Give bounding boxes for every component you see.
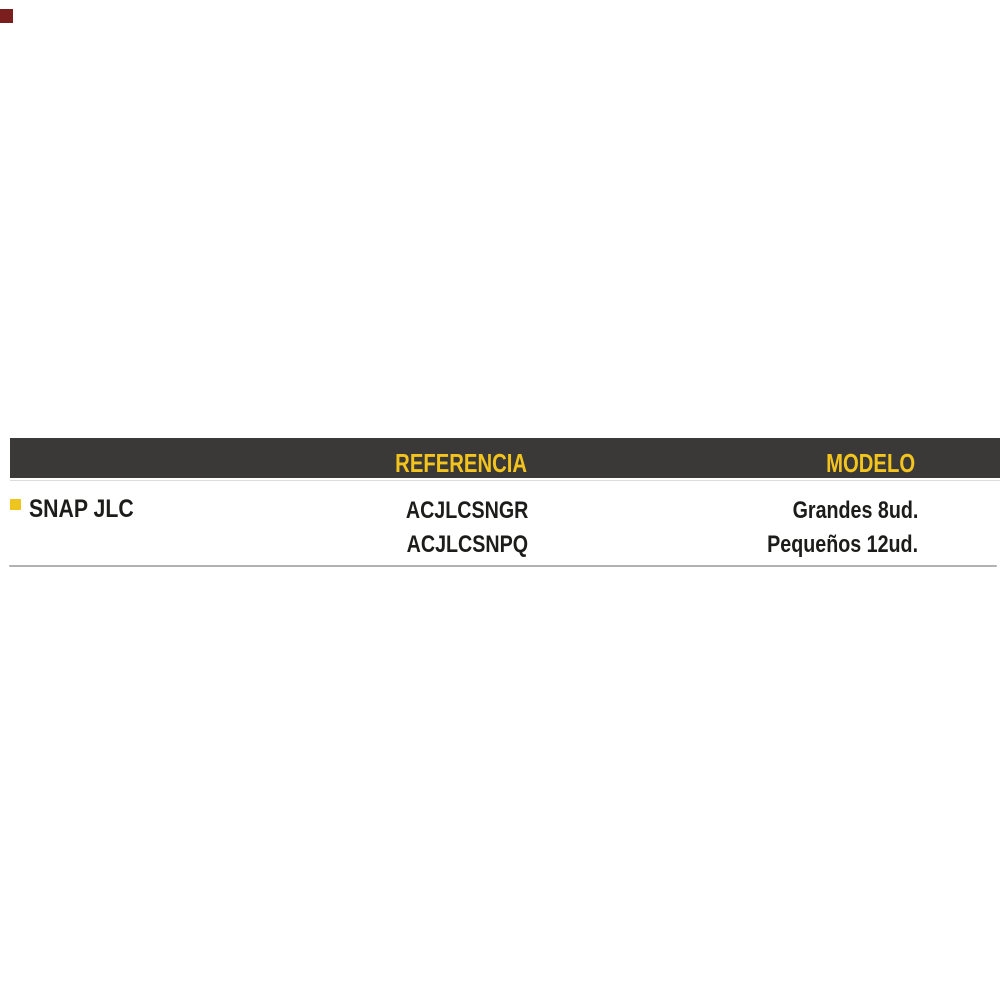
referencia-value-row-2: ACJLCSNPQ [406, 531, 528, 558]
modelo-value-row-2: Pequeños 12ud. [767, 531, 918, 558]
column-header-modelo: MODELO [825, 448, 915, 478]
header-separator-line [10, 480, 1000, 481]
yellow-square-bullet-icon [10, 499, 21, 510]
referencia-value-row-1: ACJLCSNGR [405, 497, 528, 524]
column-header-referencia: REFERENCIA [395, 448, 527, 478]
product-name: SNAP JLC [29, 495, 134, 523]
table-header-bar [10, 438, 1000, 478]
modelo-value-row-1: Grandes 8ud. [792, 497, 918, 524]
table-bottom-divider [9, 565, 997, 567]
cropped-red-square-fragment [0, 9, 13, 23]
